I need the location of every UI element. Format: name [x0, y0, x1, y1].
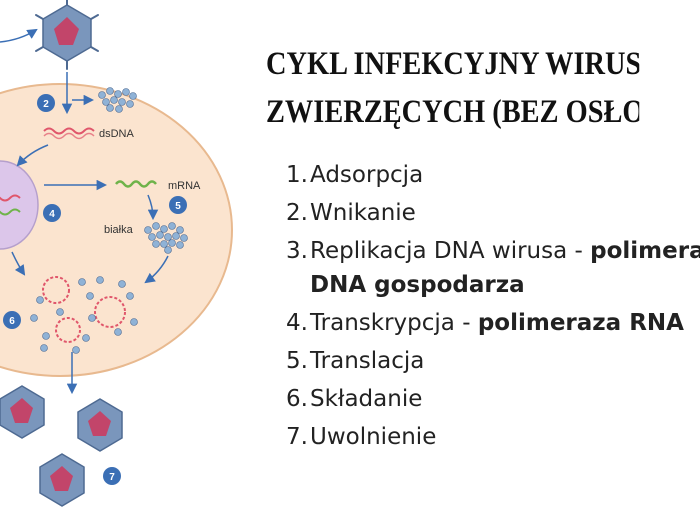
nucleus-dna: [0, 194, 21, 202]
svg-text:6: 6: [9, 316, 15, 327]
step-label: Transkrypcja -: [310, 310, 478, 336]
step-text: Składanie: [308, 382, 422, 416]
step-label: Adsorpcja: [310, 162, 424, 188]
host-cell: [0, 83, 233, 377]
step-item: 7. Uwolnienie: [278, 420, 700, 454]
step-text: Adsorpcja: [308, 158, 423, 192]
label-dsdna: dsDNA: [99, 128, 135, 140]
svg-text:5: 5: [175, 201, 181, 212]
step-text: Uwolnienie: [308, 420, 436, 454]
virus-particle-released-1: [0, 385, 45, 439]
label-proteins: białka: [104, 224, 134, 236]
step-text: Wnikanie: [308, 196, 416, 230]
step-number: 1.: [286, 162, 308, 188]
step-label: Replikacja DNA wirusa -: [310, 238, 591, 264]
step-label: Translacja: [310, 348, 425, 374]
arrow-adsorption: [0, 28, 38, 43]
step-number: 6.: [286, 386, 308, 412]
virus-particle-released-3: [39, 453, 85, 507]
step-text: Transkrypcja - polimeraza RNA: [308, 306, 684, 340]
assembly-capsomers: [30, 276, 138, 354]
step-enzyme: polimeraza: [590, 238, 700, 264]
step-enzyme-continued: DNA gospodarza: [310, 272, 525, 298]
label-mrna: mRNA: [168, 180, 201, 192]
arrow-to-nucleus: [16, 144, 49, 167]
step-label: Składanie: [310, 386, 423, 412]
viral-mrna: [115, 180, 157, 188]
step-enzyme: polimeraza RNA: [477, 310, 684, 336]
svg-text:7: 7: [109, 472, 115, 483]
step-item: 1. Adsorpcja: [278, 158, 700, 192]
svg-text:2: 2: [43, 99, 49, 110]
badge-step-4: 4: [43, 204, 61, 222]
step-item: 3. Replikacja DNA wirusa - polimerazaDNA…: [278, 234, 700, 302]
svg-text:4: 4: [49, 209, 55, 220]
capsid-fragments: [98, 87, 137, 113]
step-text: Replikacja DNA wirusa - polimerazaDNA go…: [308, 234, 700, 302]
step-number: 5.: [286, 348, 308, 374]
title-line-1: CYKL INFEKCYJNY WIRUSÓW: [266, 46, 640, 82]
step-number: 3.: [286, 238, 308, 264]
assembly-dna-loops: [42, 276, 126, 343]
virus-particle-top: [35, 0, 99, 70]
arrow-to-assembly: [144, 255, 169, 284]
step-label: Wnikanie: [310, 200, 416, 226]
arrow-translation: [147, 194, 159, 221]
steps-list: 1. Adsorpcja 2. Wnikanie 3. Replikacja D…: [278, 158, 700, 458]
badge-step-6: 6: [3, 311, 21, 329]
badge-step-5: 5: [169, 196, 187, 214]
title-line-2: ZWIERZĘCYCH (BEZ OSŁONKI): [266, 94, 640, 130]
cell-nucleus: [0, 160, 39, 250]
arrow-replication: [11, 251, 26, 276]
step-number: 2.: [286, 200, 308, 226]
viral-dsdna: [43, 127, 95, 135]
step-number: 7.: [286, 424, 308, 450]
viral-proteins: [144, 222, 188, 254]
step-item: 5. Translacja: [278, 344, 700, 378]
step-item: 4. Transkrypcja - polimeraza RNA: [278, 306, 700, 340]
step-item: 6. Składanie: [278, 382, 700, 416]
step-number: 4.: [286, 310, 308, 336]
badge-step-2: 2: [37, 94, 55, 112]
virus-cycle-diagram: dsDNA mRNA białka 2 4 5: [0, 0, 233, 507]
badge-step-7: 7: [103, 467, 121, 485]
step-text: Translacja: [308, 344, 424, 378]
step-item: 2. Wnikanie: [278, 196, 700, 230]
nucleus-mrna: [0, 208, 21, 216]
virus-particle-released-2: [77, 398, 123, 452]
step-label: Uwolnienie: [310, 424, 437, 450]
page-title: CYKL INFEKCYJNY WIRUSÓW ZWIERZĘCYCH (BEZ…: [266, 40, 639, 136]
